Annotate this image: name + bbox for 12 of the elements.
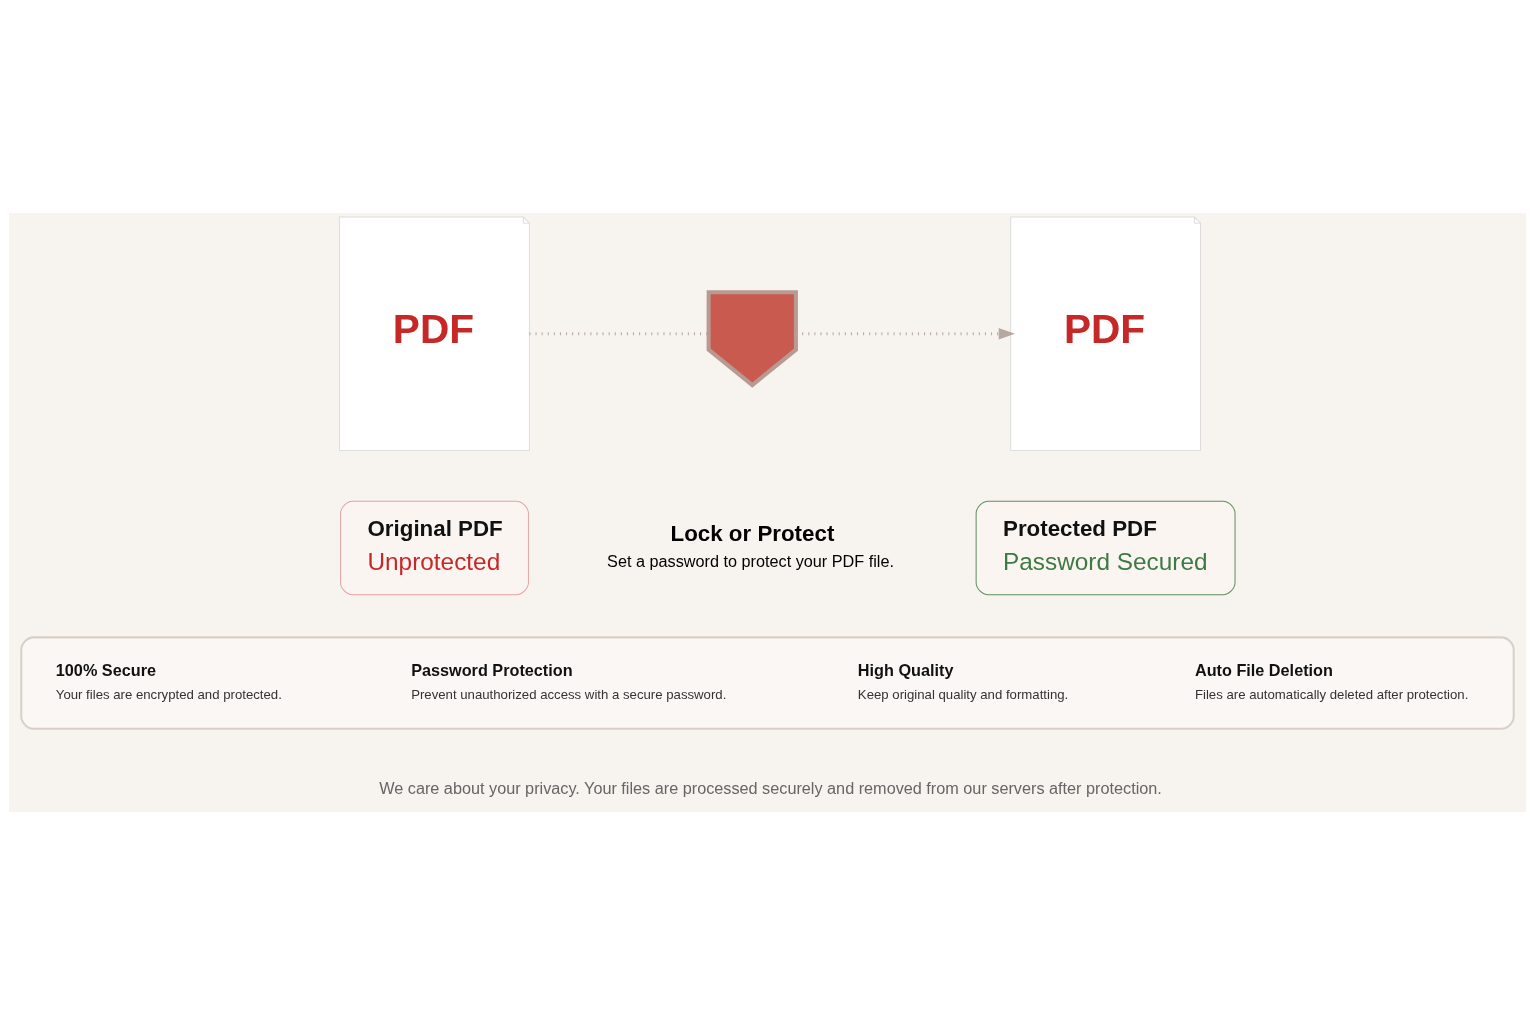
node-box: Original PDF Unprotected xyxy=(340,500,529,595)
node-text: Auto File Deletion Files are automatically deleted after protection. xyxy=(1194,660,1469,702)
node-label: Set a password to protect your PDF file. xyxy=(607,551,895,570)
node-text: Password Protection Prevent unauthorized access with a secure password. xyxy=(411,660,727,702)
label: We care about your privacy. Your files are processed securely and removed from our servers after protection. xyxy=(379,778,1162,797)
node-box: Protected PDF Password Secured xyxy=(975,500,1236,595)
arrow xyxy=(796,327,1015,339)
node-text: High Quality Keep original quality and formatting. xyxy=(857,660,1069,702)
node-label: Lock or Protect xyxy=(670,520,835,546)
cluster xyxy=(20,635,1515,730)
node-text: 100% Secure Your files are encrypted and protected. xyxy=(55,660,282,702)
node-shield xyxy=(706,289,798,388)
